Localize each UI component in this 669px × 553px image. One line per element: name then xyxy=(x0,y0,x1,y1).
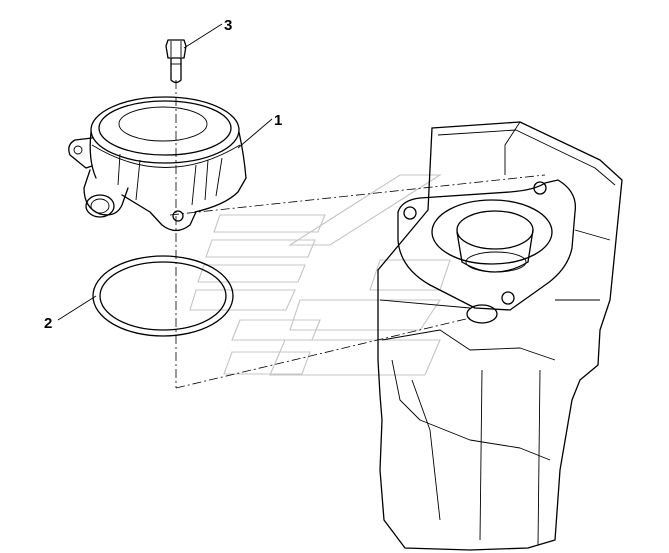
leader-lines xyxy=(57,23,273,321)
callout-2-label: 2 xyxy=(44,315,52,332)
engine-block-housing xyxy=(377,121,623,551)
callout-3-label: 3 xyxy=(224,17,232,34)
o-ring-part-2 xyxy=(92,255,234,337)
watermark-logo xyxy=(189,174,451,376)
callout-1-label: 1 xyxy=(274,112,282,129)
bolt-part-3 xyxy=(165,39,187,84)
valve-housing-part-1 xyxy=(68,96,247,232)
assembly-axis-lines xyxy=(169,80,546,389)
